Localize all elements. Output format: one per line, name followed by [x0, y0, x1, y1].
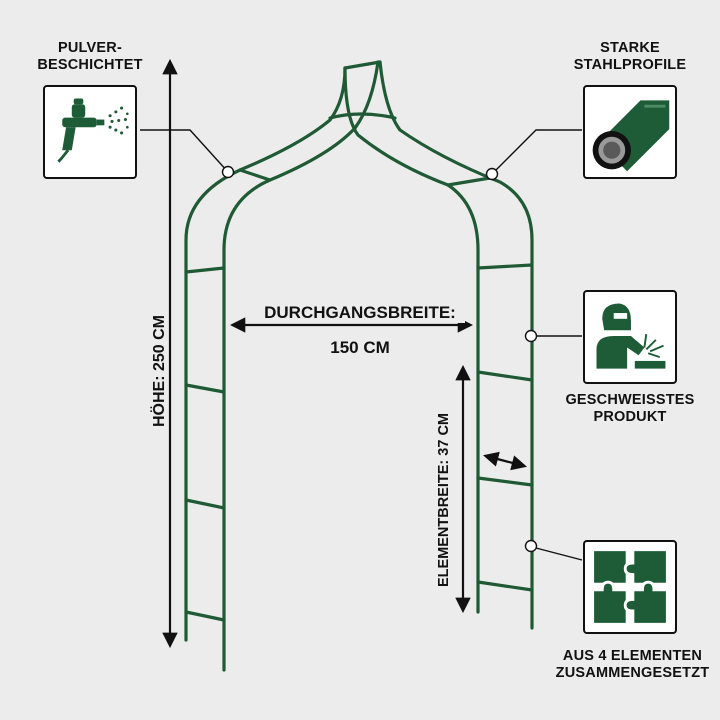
callout-ring	[485, 167, 499, 181]
arch-right-back-post	[378, 60, 534, 630]
callout-ring	[524, 539, 538, 553]
spray-gun-icon	[57, 98, 129, 163]
arch-crown-bar	[328, 112, 397, 120]
width-title: DURCHGANGSBREITE:	[255, 303, 465, 323]
callout-lines	[140, 129, 583, 561]
welded-label: GESCHWEISSTES PRODUKT	[565, 392, 695, 425]
powder-coated-icon-box	[43, 85, 137, 179]
element-width-label: ELEMENTBREITE: 37 CM	[436, 413, 452, 588]
assembled-label: AUS 4 ELEMENTEN ZUSAMMENGESETZT	[555, 648, 710, 681]
width-value: 150 CM	[330, 338, 390, 357]
left-rung	[184, 266, 226, 274]
left-rung	[184, 498, 226, 510]
assembled-icon-box	[583, 540, 677, 634]
right-rung	[476, 370, 534, 382]
height-label: HÖHE: 250 CM	[151, 314, 168, 428]
callout-line-steel	[491, 129, 582, 175]
callout-ring	[524, 329, 538, 343]
welder-icon	[596, 303, 666, 369]
callout-line-assembled	[535, 547, 583, 561]
arch-rung	[446, 176, 492, 187]
right-rung	[476, 580, 534, 592]
puzzle-icon	[591, 548, 669, 626]
left-rung	[184, 383, 226, 394]
arch-left-front-post	[222, 60, 380, 672]
steel-tube-icon	[592, 100, 670, 172]
arch-frame	[184, 60, 534, 672]
left-rung	[184, 610, 226, 622]
steel-profiles-icon-box	[583, 85, 677, 179]
steel-profiles-label: STARKE STAHLPROFILE	[573, 40, 687, 73]
dimension-arrows	[162, 58, 527, 649]
right-rung	[476, 476, 534, 487]
welded-icon-box	[583, 290, 677, 384]
powder-coated-label: PULVER- BESCHICHTET	[37, 40, 143, 73]
arch-top-bar	[343, 60, 382, 70]
right-rung	[476, 263, 534, 270]
callout-line-powder	[140, 129, 229, 173]
element-width-arrow	[483, 451, 527, 471]
arch-left-back-post	[184, 66, 347, 642]
callout-ring	[221, 165, 235, 179]
arch-rung	[238, 168, 272, 182]
